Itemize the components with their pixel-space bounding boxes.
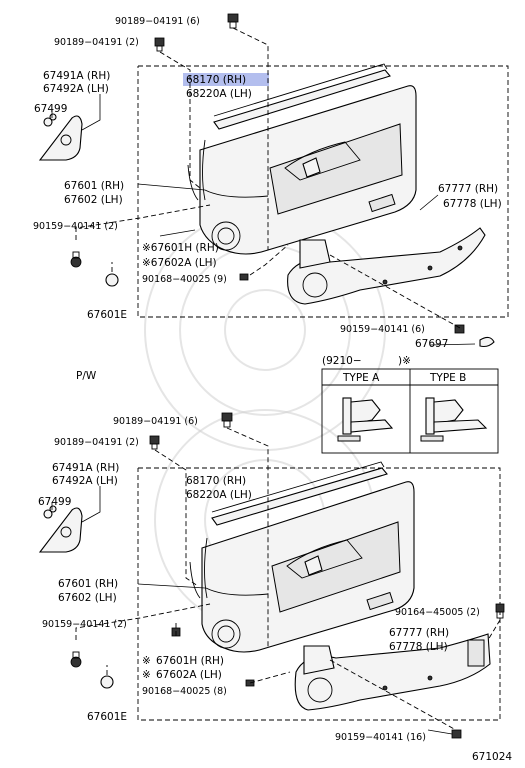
- lower-corner-cover: [38, 507, 83, 553]
- upper-labels: 90189−04191 (6) 90189−04191 (2) 67491A (…: [33, 16, 502, 350]
- label-lower-90168: 90168−40025 (8): [142, 686, 227, 697]
- lower-belt-moulding: [211, 461, 388, 526]
- label-lower-68170: 68170 (RH): [186, 475, 246, 487]
- upper-plug-67601e: [105, 273, 119, 287]
- label-90159-b: 90159−40141 (6): [340, 324, 425, 335]
- label-lower-90189-a: 90189−04191 (6): [113, 416, 198, 427]
- label-67601h: ※67601H (RH): [142, 242, 219, 254]
- upper-armrest: [287, 227, 486, 305]
- label-90168: 90168−40025 (9): [142, 274, 227, 285]
- upper-clip-67499: [43, 113, 57, 127]
- upper-frame: [137, 65, 509, 318]
- label-67499: 67499: [34, 103, 67, 115]
- upper-screw-90189-b: [154, 37, 165, 52]
- label-lower-90159-b: 90159−40141 (16): [335, 732, 426, 743]
- label-lower-67601: 67601 (RH): [58, 578, 118, 590]
- lower-bracket-67601h: [303, 645, 335, 675]
- label-lower-67492a: 67492A (LH): [52, 475, 118, 487]
- upper-bracket-67601h: [299, 239, 331, 269]
- lower-screw-90189-b: [149, 435, 160, 450]
- label-lower-90159-a: 90159−40141 (2): [42, 619, 127, 630]
- label-67602a: ※67602A (LH): [142, 257, 217, 269]
- label-lower-90164: 90164−45005 (2): [395, 607, 480, 618]
- label-67601e: 67601E: [87, 309, 127, 321]
- label-67492a: 67492A (LH): [43, 83, 109, 95]
- label-lower-67777: 67777 (RH): [389, 627, 449, 639]
- section-pw-label: P/W: [76, 370, 97, 382]
- label-68220a: 68220A (LH): [186, 88, 252, 100]
- upper-screw-90168: [239, 273, 249, 281]
- lower-plug-67601e: [100, 675, 114, 689]
- label-lower-67601h: 67601H (RH): [156, 655, 224, 667]
- inset-code-end: )※: [398, 355, 411, 367]
- label-67697: 67697: [415, 338, 448, 350]
- upper-corner-cover: [38, 115, 83, 161]
- upper-clip-90159-a: [70, 251, 82, 268]
- inset-labels: (9210− )※ TYPE A TYPE B: [322, 355, 466, 384]
- inset-code: (9210−: [322, 355, 362, 367]
- type-a-label: TYPE A: [342, 372, 380, 384]
- upper-door-panel: [199, 85, 417, 255]
- upper-clip-90159-b: [454, 324, 465, 334]
- label-lower-67778: 67778 (LH): [389, 641, 448, 653]
- type-b-label: TYPE B: [429, 372, 466, 384]
- lower-clip-67499: [43, 505, 57, 519]
- label-lower-68220a: 68220A (LH): [186, 489, 252, 501]
- lower-door-panel: [201, 481, 415, 653]
- label-68170: 68170 (RH): [186, 74, 246, 86]
- label-90159-a: 90159−40141 (2): [33, 221, 118, 232]
- diagram-code: 671024: [472, 751, 512, 763]
- clip-type-inset: [321, 368, 499, 454]
- lower-frame: [137, 467, 501, 721]
- lower-screw-90164: [495, 603, 505, 619]
- label-67777: 67777 (RH): [438, 183, 498, 195]
- label-90189-a: 90189−04191 (6): [115, 16, 200, 27]
- label-67602: 67602 (LH): [64, 194, 123, 206]
- lower-clip-90159-a: [70, 651, 82, 668]
- lower-assembly: [38, 412, 505, 739]
- label-lower-67602: 67602 (LH): [58, 592, 117, 604]
- label-67601: 67601 (RH): [64, 180, 124, 192]
- label-67491a: 67491A (RH): [43, 70, 110, 82]
- upper-screw-90189-a: [227, 13, 239, 29]
- label-lower-90189-b: 90189−04191 (2): [54, 437, 139, 448]
- marker-lower-67602a: ※: [142, 669, 151, 681]
- highlight-68170: [183, 73, 269, 86]
- lower-clip-90159-b: [451, 729, 462, 739]
- clip-type-b-drawing: [420, 397, 488, 442]
- label-lower-67499: 67499: [38, 496, 71, 508]
- upper-cap-67697: [479, 336, 495, 348]
- upper-assembly: [38, 13, 509, 348]
- label-67778: 67778 (LH): [443, 198, 502, 210]
- lower-armrest: [294, 633, 491, 711]
- label-lower-67601e: 67601E: [87, 711, 127, 723]
- marker-lower-67601h: ※: [142, 655, 151, 667]
- label-lower-67602a: 67602A (LH): [156, 669, 222, 681]
- lower-labels: 90189−04191 (6) 90189−04191 (2) 67491A (…: [38, 416, 480, 743]
- label-lower-67491a: 67491A (RH): [52, 462, 119, 474]
- clip-type-a-drawing: [337, 397, 394, 442]
- lower-screw-90189-a: [221, 412, 233, 428]
- upper-belt-moulding: [213, 63, 391, 130]
- label-90189-b: 90189−04191 (2): [54, 37, 139, 48]
